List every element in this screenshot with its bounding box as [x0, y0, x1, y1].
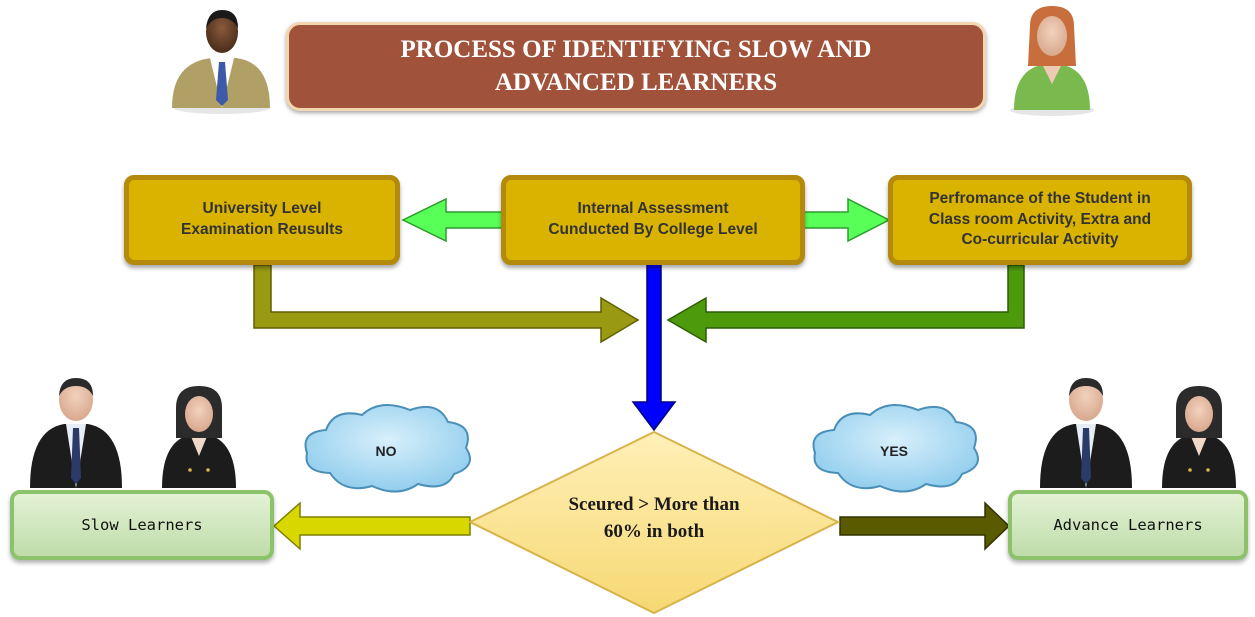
student-performance-node: Perfromance of the Student in Class room…: [888, 175, 1192, 265]
no-label: NO: [375, 443, 397, 459]
title-line-1: PROCESS OF IDENTIFYING SLOW AND: [400, 36, 872, 63]
female-user-icon: [162, 386, 236, 488]
arrow-to-decision: [631, 263, 677, 432]
arrow-to-slow-learners: [272, 501, 471, 551]
arrow-to-university: [401, 197, 503, 243]
businesswoman-icon: [1010, 6, 1094, 116]
performance-line-1: Perfromance of the Student in: [929, 189, 1151, 207]
advance-learners-node: Advance Learners: [1008, 490, 1248, 560]
cloud-icon: [304, 404, 471, 493]
slow-learners-label: Slow Learners: [81, 516, 203, 534]
arrow-university-to-center: [253, 264, 640, 344]
performance-line-2: Class room Activity, Extra and: [928, 210, 1152, 228]
decision-line-1: Sceured > More than: [568, 494, 740, 515]
arrow-to-advance-learners: [839, 501, 1011, 551]
slow-learners-node: Slow Learners: [10, 490, 274, 560]
cloud-icon: [812, 404, 979, 493]
university-line-2: Examination Reusults: [181, 221, 343, 238]
arrow-performance-to-center: [666, 264, 1025, 344]
decision-diamond: [467, 430, 841, 615]
male-user-icon: [30, 378, 122, 488]
arrow-to-performance: [803, 197, 891, 243]
internal-line-1: Internal Assessment: [577, 200, 729, 218]
university-line-1: University Level: [202, 200, 322, 218]
decision-line-2: 60% in both: [603, 520, 705, 542]
yes-label: YES: [879, 443, 908, 459]
performance-line-3: Co-curricular Activity: [961, 231, 1119, 249]
decision-text: Sceured > More than 60% in both: [510, 492, 798, 545]
internal-line-2: Cunducted By College Level: [548, 221, 758, 238]
university-results-node: University Level Examination Reusults: [124, 175, 400, 265]
businessman-icon: [172, 10, 270, 114]
page-title: PROCESS OF IDENTIFYING SLOW AND ADVANCED…: [286, 22, 986, 111]
advance-learners-label: Advance Learners: [1053, 516, 1203, 534]
female-user-icon: [1162, 386, 1236, 488]
title-line-2: ADVANCED LEARNERS: [494, 68, 778, 96]
internal-assessment-node: Internal Assessment Cunducted By College…: [501, 175, 805, 265]
male-user-icon: [1040, 378, 1132, 488]
